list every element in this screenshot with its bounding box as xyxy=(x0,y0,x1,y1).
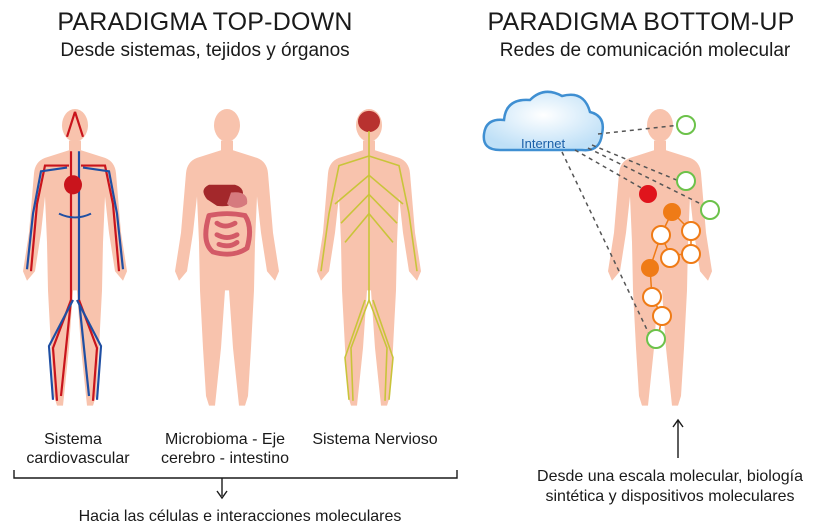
bottom-up-title: PARADIGMA BOTTOM-UP xyxy=(487,8,795,36)
bottom-up-caption-line2: sintética y dispositivos moleculares xyxy=(545,488,795,505)
nervous-system-label: Sistema Nervioso xyxy=(312,431,438,448)
green-nodes xyxy=(646,115,720,349)
orange-node xyxy=(641,259,659,277)
microbiome-label-line1: Microbioma - Eje xyxy=(164,431,286,448)
up-arrow xyxy=(672,418,684,458)
cardiovascular-label-line1: Sistema xyxy=(44,431,102,448)
cardiovascular-label-line2: cardiovascular xyxy=(26,450,130,467)
top-down-title: PARADIGMA TOP-DOWN xyxy=(57,8,353,36)
network-links xyxy=(561,124,704,337)
bottom-up-subtitle: Redes de comunicación molecular xyxy=(499,40,791,61)
top-down-caption: Hacia las células e interacciones molecu… xyxy=(78,508,402,525)
hollow-orange-nodes xyxy=(642,221,701,326)
down-arrow xyxy=(216,478,228,500)
internet-label: Internet xyxy=(521,136,566,151)
nervous-system-body-figure xyxy=(317,108,421,406)
microbiome-label-line2: cerebro - intestino xyxy=(160,450,290,467)
microbiome-body-figure xyxy=(175,108,279,406)
orange-node xyxy=(663,203,681,221)
cardiovascular-body-figure xyxy=(23,108,127,406)
top-down-subtitle: Desde sistemas, tejidos y órganos xyxy=(60,40,350,61)
grouping-bracket xyxy=(13,470,458,479)
bottom-up-caption-line1: Desde una escala molecular, biología xyxy=(537,468,803,485)
red-node xyxy=(639,185,657,203)
